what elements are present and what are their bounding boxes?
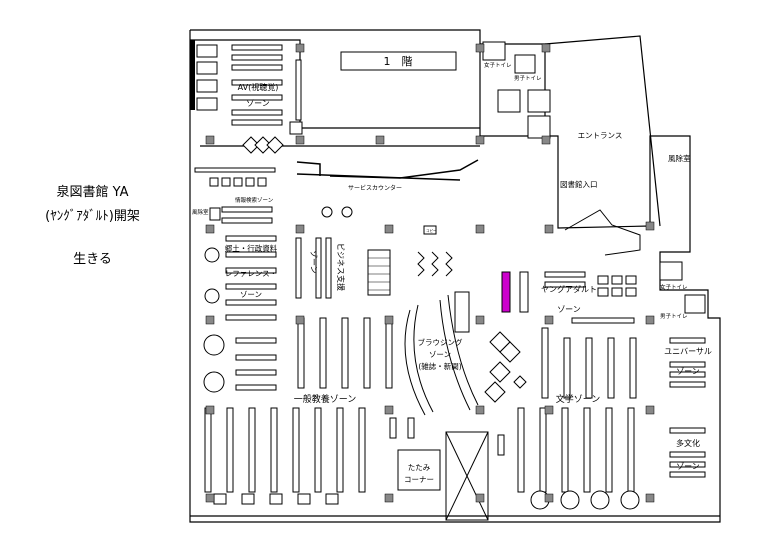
snake-display bbox=[484, 331, 527, 403]
browsing-label: ブラウジング bbox=[418, 337, 463, 347]
womens-toilet-top-label: 女子トイレ bbox=[484, 61, 512, 69]
young-adult-highlight-shelf bbox=[501, 271, 511, 313]
tatami-corner bbox=[397, 449, 441, 491]
entrance-stairs bbox=[564, 209, 641, 256]
browsing-curved-shelves bbox=[404, 294, 479, 416]
reference-shelves bbox=[225, 235, 277, 391]
map-caption-line1: 泉図書館 YA bbox=[56, 185, 129, 200]
reading-tables-bottom bbox=[213, 490, 640, 510]
business-shelves bbox=[295, 237, 332, 299]
av-zone-label: AV(視聴覚) bbox=[238, 82, 279, 92]
stairs bbox=[367, 249, 470, 333]
multicultural-zone-label: ゾーン bbox=[676, 462, 700, 471]
womens-toilet-right-label: 女子トイレ bbox=[660, 283, 688, 291]
reference-label: レファレンス・ bbox=[225, 269, 277, 278]
tatami-corner-label: コーナー bbox=[404, 475, 434, 484]
map-caption-line3: 生きる bbox=[73, 252, 112, 267]
multipurpose-toilets bbox=[497, 89, 551, 139]
elevator-shaft bbox=[445, 431, 489, 521]
info-search-label: 情報検索ゾーン bbox=[235, 196, 274, 204]
reference-zone-label: ゾーン bbox=[240, 290, 262, 299]
young-adult-label: ヤングアダルト bbox=[541, 284, 597, 294]
local-admin-label: 郷土・行政資料 bbox=[225, 243, 278, 253]
structural-columns bbox=[205, 43, 655, 503]
young-adult-zone-label: ゾーン bbox=[557, 305, 581, 314]
windbreak-left-label: 風除室 bbox=[192, 208, 209, 216]
universal-zone-label: ゾーン bbox=[676, 367, 700, 376]
map-caption-line2: (ﾔﾝｸﾞｱﾀﾞﾙﾄ)開架 bbox=[45, 209, 140, 224]
floor-title-box bbox=[340, 51, 457, 71]
service-counter bbox=[296, 159, 479, 181]
seating-diamonds bbox=[242, 136, 284, 154]
general-shelves bbox=[204, 317, 415, 493]
multicultural-label: 多文化 bbox=[676, 438, 700, 448]
womens-toilet-top bbox=[482, 41, 506, 61]
reading-tables-left bbox=[203, 247, 225, 393]
floor-title: 1 階 bbox=[384, 54, 413, 68]
literature-zone-label: 文学ゾーン bbox=[556, 393, 601, 405]
info-search-zone bbox=[194, 167, 276, 224]
business-zone-label: ゾーン bbox=[309, 250, 318, 274]
universal-shelves bbox=[669, 337, 706, 478]
tatami-label: たたみ bbox=[408, 463, 431, 472]
copy-machine-label: コピー bbox=[426, 228, 437, 233]
mens-toilet-top-label: 男子トイレ bbox=[514, 75, 542, 82]
business-support-label: ビジネス支援 bbox=[336, 243, 346, 291]
av-zone-label-2: ゾーン bbox=[246, 99, 270, 108]
mens-toilet-right bbox=[684, 294, 706, 314]
browsing-zone-label: ゾーン bbox=[429, 350, 451, 359]
service-counter-label: サービスカウンター bbox=[348, 184, 402, 192]
display-racks bbox=[417, 251, 453, 277]
browsing-magazines-label: (雑誌・新聞) bbox=[418, 361, 461, 371]
windbreak-right-label: 風除室 bbox=[668, 153, 691, 163]
general-zone-label: 一般教養ゾーン bbox=[294, 393, 357, 405]
mens-toilet-right-label: 男子トイレ bbox=[660, 313, 688, 320]
literature-shelves bbox=[497, 327, 637, 493]
copy-machine bbox=[423, 225, 437, 235]
mens-toilet-top bbox=[514, 54, 536, 74]
womens-toilet-right bbox=[659, 261, 683, 281]
young-adult-shelves bbox=[519, 271, 637, 324]
entrance-label: エントランス bbox=[578, 131, 623, 140]
universal-label: ユニバーサル bbox=[664, 347, 712, 356]
library-entrance-label: 図書館入口 bbox=[560, 179, 598, 189]
av-shelves bbox=[196, 44, 303, 135]
